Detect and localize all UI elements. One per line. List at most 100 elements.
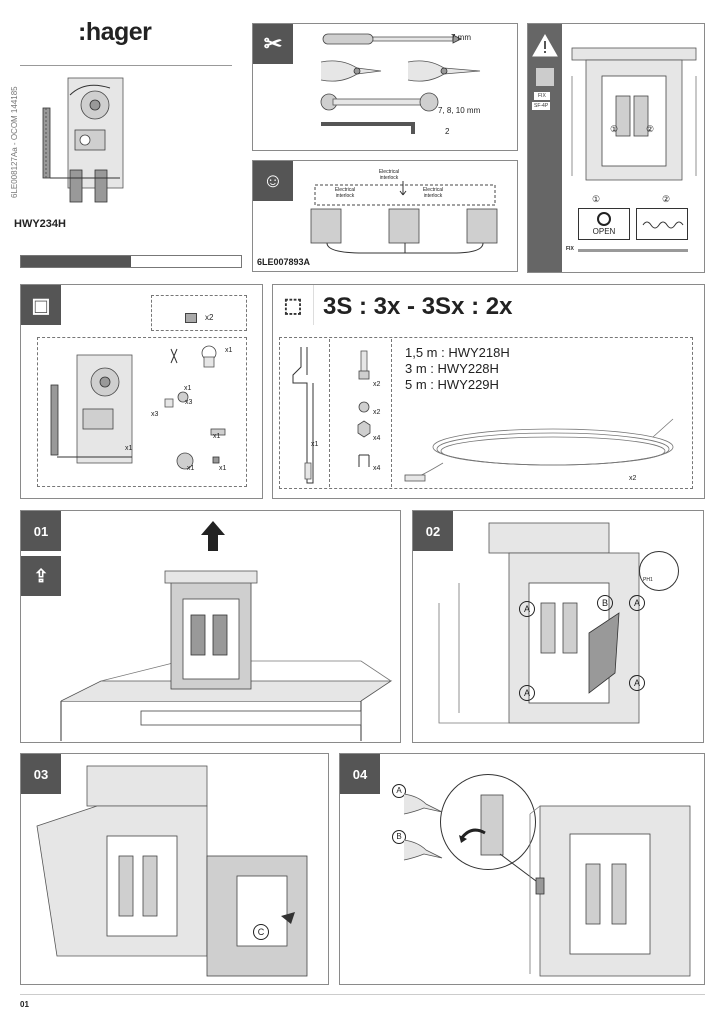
warning-sidebar: [528, 24, 562, 272]
warning-device-chip: [536, 68, 554, 86]
step-03-illustration: [36, 765, 308, 977]
cover-mechanism-illustration: [42, 77, 124, 203]
reading-person-icon: ☺: [253, 161, 293, 201]
warning-sf4p-label: SF-4P: [532, 102, 551, 110]
open-button-graphic: OPEN: [578, 208, 630, 240]
callout-b: B: [392, 830, 406, 844]
step-04-badge: 04: [340, 754, 380, 794]
kit-qty-pin: x1: [213, 433, 221, 440]
zoom-leader-line: [499, 853, 541, 885]
callout-c: C: [253, 924, 269, 940]
step-04-zoom-circle: [440, 774, 536, 870]
part-c-qty: x4: [373, 435, 381, 442]
pliers-left-illustration: [320, 60, 382, 82]
step-01-illustration: [60, 570, 393, 741]
open-box-icon: ⬚: [273, 285, 314, 325]
step-03-badge: 03: [21, 754, 61, 794]
callout-a1: A: [519, 601, 535, 617]
step-04-panel: 04 A B: [339, 753, 705, 985]
warning-bottom-bar: [578, 249, 688, 252]
screwdriver-ph-label: PH1: [643, 577, 653, 583]
cable-option-1: 1,5 m : HWY218H: [405, 345, 510, 360]
callout-a4: A: [629, 675, 645, 691]
step-02-panel: 02 PH1 A B A A A: [412, 510, 704, 743]
warning-fix-label: FIX: [534, 92, 550, 100]
cable-coil-illustration: [404, 418, 674, 482]
kit-qty-screw: x3: [185, 399, 193, 406]
part-b-qty: x2: [373, 409, 381, 416]
interlock-diagram: [310, 181, 498, 254]
interlock-label-left: Electrical interlock: [334, 187, 356, 199]
cover-progress-fill: [21, 256, 131, 267]
cable-kit-panel: ⬚ 3S : 3x - 3Sx : 2x x1 x2 x2 x4 x4 1,5 …: [272, 284, 705, 499]
pliers-right-illustration: [407, 60, 481, 82]
warning-circle-1: ①: [610, 124, 619, 134]
kit-qty-nut: x1: [219, 465, 227, 472]
footer-rule: [20, 994, 705, 995]
open-circle-icon: [597, 212, 611, 226]
cable-option-2: 3 m : HWY228H: [405, 361, 499, 376]
brand-logo: :hager: [78, 18, 152, 46]
warning-bottom-fix-label: FIX: [566, 246, 574, 252]
callout-a: A: [392, 784, 406, 798]
step-02-badge: 02: [413, 511, 453, 551]
wrench-illustration: [320, 92, 439, 112]
warning-panel: FIX SF-4P ① ② ① ② OPEN FIX: [527, 23, 705, 273]
tools-panel: ✂ 7 mm 7, 8, 10 mm 2: [252, 23, 518, 151]
pliers-a-icon: [403, 793, 443, 815]
cable-kit-divider-2: [391, 339, 392, 487]
callout-a2: A: [629, 595, 645, 611]
box-icon: ▣: [21, 285, 61, 325]
interlock-label-top: Electrical interlock: [378, 169, 400, 181]
kit-spare-part: [185, 313, 197, 323]
part-d-qty: x4: [373, 465, 381, 472]
interlock-label-right: Electrical interlock: [422, 187, 444, 199]
kit-parts-illustration: [164, 345, 226, 470]
page-number: 01: [20, 1000, 29, 1009]
spring-wave-icon: [642, 221, 684, 229]
vertical-reference: 6LE008127Aa - OCOM 144185: [10, 86, 19, 198]
unpack-icon: ⇪: [21, 556, 61, 596]
callout-a3: A: [519, 685, 535, 701]
kit-contents-box: [37, 337, 247, 487]
warning-circle-2: ②: [646, 124, 655, 134]
screwdriver-badge: [639, 551, 679, 591]
warning-breaker-illustration: [571, 47, 697, 181]
cable-kit-box: [279, 337, 693, 489]
warning-triangle-icon: [532, 33, 558, 57]
step-03-panel: 03 C: [20, 753, 329, 985]
rod-qty: x1: [311, 441, 319, 448]
pliers-b-icon: [403, 839, 443, 861]
screwdriver-illustration: [322, 33, 462, 45]
cover-product-code: HWY234H: [14, 218, 66, 230]
cable-qty: x2: [629, 475, 637, 482]
part-a-qty: x2: [373, 381, 381, 388]
tools-icon: ✂: [253, 24, 293, 64]
wrench-dimension: 7, 8, 10 mm: [438, 106, 481, 115]
kit-qty-x2: x2: [205, 313, 214, 322]
callout-b: B: [597, 595, 613, 611]
kit-qty-clip: x1: [184, 385, 192, 392]
kit-qty-eyelet: x1: [225, 347, 233, 354]
open-label: OPEN: [592, 227, 616, 236]
step-02-breaker-illustration: [438, 522, 640, 724]
kit-qty-main: x1: [125, 445, 133, 452]
warning-circle-2-bottom: ②: [662, 194, 671, 204]
logo-underline: [20, 65, 232, 66]
warning-circle-1-bottom: ①: [592, 194, 601, 204]
step-04-breaker-illustration: [529, 805, 691, 977]
kit-mechanism-illustration: [50, 354, 133, 464]
cable-kit-parts-illustration: [357, 350, 371, 467]
allen-key-illustration: [321, 122, 415, 134]
cover-progress-bar: [20, 255, 242, 268]
interlock-panel: ☺ Electrical interlock Electrical interl…: [252, 160, 518, 272]
interlock-doc-ref: 6LE007893A: [257, 257, 311, 267]
kit-qty-lever: x1: [187, 465, 195, 472]
kit-panel: ▣ x2 x1 x1 x1 x3 x3 x1 x1 x1: [20, 284, 263, 499]
interlock-rod-illustration: [292, 347, 314, 484]
step-04-zoom-detail: [459, 794, 504, 856]
step-01-panel: 01 ⇪: [20, 510, 401, 743]
kit-qty-washer: x3: [151, 411, 159, 418]
spring-charge-graphic: [636, 208, 688, 240]
cable-option-3: 5 m : HWY229H: [405, 377, 499, 392]
